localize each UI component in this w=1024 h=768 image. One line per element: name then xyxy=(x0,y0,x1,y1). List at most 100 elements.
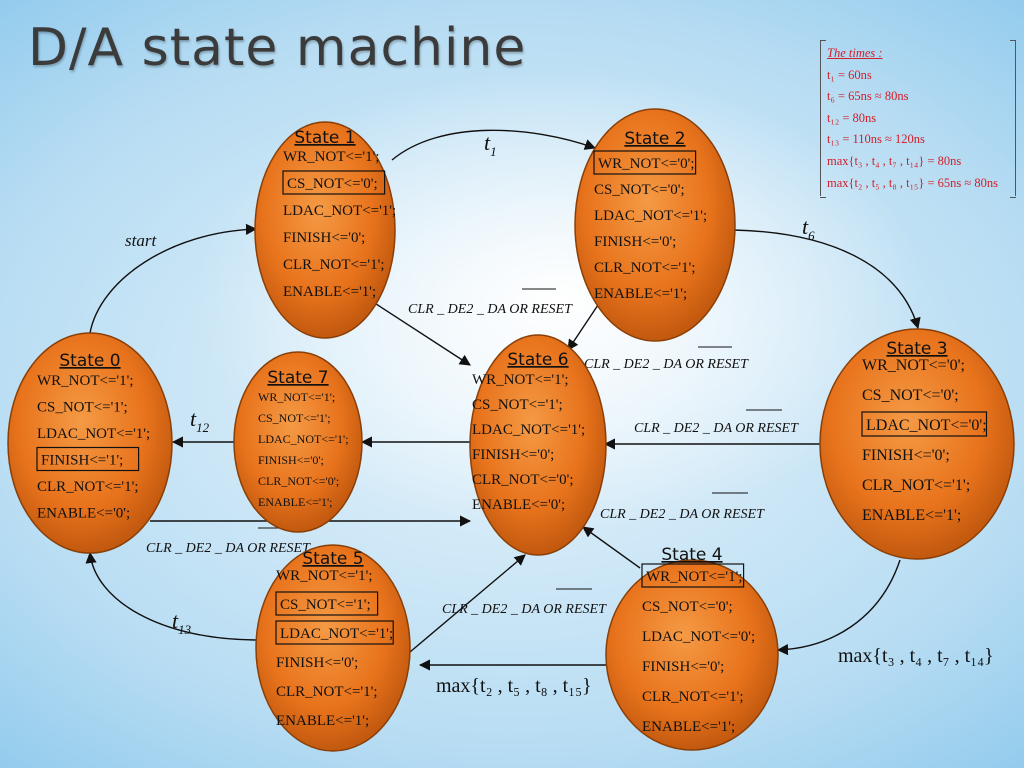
state-1-highlight-box-1 xyxy=(282,170,386,195)
label-clr-state3: CLR _ DE2 _ DA OR RESET xyxy=(634,421,799,436)
state-0-signal-2: LDAC_NOT<='1'; xyxy=(37,426,150,442)
state-6-signal-1: CS_NOT<='1'; xyxy=(472,397,563,413)
state-3-signal-1: CS_NOT<='0'; xyxy=(862,387,959,404)
label-t13-sub: 13 xyxy=(178,622,192,637)
state-ellipse-6 xyxy=(469,334,607,556)
state-title-5: State 5 xyxy=(302,549,363,569)
state-title-2: State 2 xyxy=(624,129,685,149)
state-0-signal-5: ENABLE<='0'; xyxy=(37,506,130,522)
edge-state4-to-state6 xyxy=(582,526,641,569)
state-5-signal-5: ENABLE<='1'; xyxy=(276,713,369,729)
state-title-6: State 6 xyxy=(507,350,568,370)
label-clr-state1: CLR _ DE2 _ DA OR RESET xyxy=(408,302,573,317)
state-1-signal-5: ENABLE<='1'; xyxy=(283,284,376,300)
edge-state5-to-state6 xyxy=(409,554,526,653)
label-t12-sub: 12 xyxy=(196,420,210,435)
edge-state1-to-state6 xyxy=(369,299,471,366)
edge-state0-to-state1 xyxy=(89,223,258,334)
timing-line-max-b: max{t₂ , t₅ , t₈ , t₁₅} = 65ns ≈ 80ns xyxy=(827,175,998,190)
state-2-highlight-box-0 xyxy=(593,150,697,175)
state-node-2: State 2WR_NOT<='0';CS_NOT<='0';LDAC_NOT<… xyxy=(574,108,736,342)
state-5-signal-3: FINISH<='0'; xyxy=(276,655,358,671)
state-node-7: State 7WR_NOT<='1';CS_NOT<='1';LDAC_NOT<… xyxy=(233,351,363,533)
label-t6: t6 xyxy=(802,214,815,243)
label-t13-base: t xyxy=(172,608,179,633)
state-2-signal-0: WR_NOT<='0'; xyxy=(598,156,694,172)
state-3-signal-2: LDAC_NOT<='0'; xyxy=(866,417,987,434)
state-node-0: State 0 WR_NOT<='1'; CS_NOT<='1'; LDAC_NOT<… xyxy=(7,332,173,554)
state-1-signal-1: CS_NOT<='0'; xyxy=(287,176,378,192)
state-3-signal-0: WR_NOT<='0'; xyxy=(862,357,965,374)
slide-title: D/A state machine xyxy=(28,18,527,78)
state-0-signal-0: WR_NOT<='1'; xyxy=(37,373,133,389)
edge-state3-to-state4 xyxy=(776,559,901,656)
state-0-signal-1: CS_NOT<='1'; xyxy=(37,400,128,416)
state-4-signal-4: CLR_NOT<='1'; xyxy=(642,689,744,705)
edge-state1-to-state2 xyxy=(391,129,597,161)
state-node-1: State 1WR_NOT<='1';CS_NOT<='0';LDAC_NOT<… xyxy=(254,121,396,339)
state-ellipse-0 xyxy=(7,332,173,554)
label-clr-state2: CLR _ DE2 _ DA OR RESET xyxy=(584,357,749,372)
state-title-4: State 4 xyxy=(661,545,722,565)
state-6-signal-0: WR_NOT<='1'; xyxy=(472,372,568,388)
state-7-signal-4: CLR_NOT<='0'; xyxy=(258,474,339,488)
state-node-5: State 5WR_NOT<='1'; CS_NOT<='1'; LDAC_NOT<… xyxy=(255,544,411,752)
label-t6-base: t xyxy=(802,214,809,239)
state-4-signal-1: CS_NOT<='0'; xyxy=(642,599,733,615)
state-node-3: State 3WR_NOT<='0'; CS_NOT<='0'; LDAC_NOT<… xyxy=(819,328,1015,560)
state-4-signal-2: LDAC_NOT<='0'; xyxy=(642,629,755,645)
state-5-signal-4: CLR_NOT<='1'; xyxy=(276,684,378,700)
label-t1-base: t xyxy=(484,130,491,155)
state-title-0: State 0 xyxy=(59,351,120,371)
state-7-signal-5: ENABLE<='1'; xyxy=(258,495,333,509)
state-2-signal-2: LDAC_NOT<='1'; xyxy=(594,208,707,224)
edge-state5-to-state0 xyxy=(85,551,259,641)
edge-state2-to-state6 xyxy=(567,304,599,351)
state-node-6: State 6 WR_NOT<='1'; CS_NOT<='1'; LDAC_NOT<… xyxy=(469,334,607,556)
state-5-signal-0: WR_NOT<='1'; xyxy=(276,568,372,584)
state-2-signal-3: FINISH<='0'; xyxy=(594,234,676,250)
label-t13: t13 xyxy=(172,608,192,637)
state-5-signal-1: CS_NOT<='1'; xyxy=(280,597,371,613)
timing-line-t12: t₁₂ = 80ns xyxy=(827,110,877,125)
timing-legend: The times : t₁ = 60ns t₆ = 65ns ≈ 80ns t… xyxy=(820,40,1016,198)
state-5-highlight-box-2 xyxy=(275,620,394,645)
state-6-signal-4: CLR_NOT<='0'; xyxy=(472,472,574,488)
timing-line-max-a: max{t₃ , t₄ , t₇ , t₁₄} = 80ns xyxy=(827,153,962,168)
label-max-a: max{t₃ , t₄ , t₇ , t₁₄} xyxy=(838,645,994,667)
state-7-signal-3: FINISH<='0'; xyxy=(258,453,324,467)
state-7-signal-0: WR_NOT<='1'; xyxy=(258,390,335,404)
state-5-highlight-box-1 xyxy=(275,591,379,616)
label-t6-sub: 6 xyxy=(808,228,815,243)
state-7-signal-1: CS_NOT<='1'; xyxy=(258,411,331,425)
state-4-highlight-box-0 xyxy=(641,563,745,588)
state-2-signal-5: ENABLE<='1'; xyxy=(594,286,687,302)
state-title-7: State 7 xyxy=(267,368,328,388)
edge-state2-to-state3 xyxy=(732,229,921,330)
state-1-signal-4: CLR_NOT<='1'; xyxy=(283,257,385,273)
state-node-4: State 4WR_NOT<='1';CS_NOT<='0';LDAC_NOT<… xyxy=(605,545,779,751)
label-t12-base: t xyxy=(190,406,197,431)
state-6-signal-2: LDAC_NOT<='1'; xyxy=(472,422,585,438)
state-5-signal-2: LDAC_NOT<='1'; xyxy=(280,626,393,642)
state-6-signal-5: ENABLE<='0'; xyxy=(472,497,565,513)
state-3-signal-3: FINISH<='0'; xyxy=(862,447,950,464)
state-1-signal-2: LDAC_NOT<='1'; xyxy=(283,203,396,219)
state-ellipse-5 xyxy=(255,544,411,752)
state-4-signal-3: FINISH<='0'; xyxy=(642,659,724,675)
state-0-highlight-box-3 xyxy=(36,446,140,472)
state-3-highlight-box-2 xyxy=(861,411,988,437)
state-ellipse-4 xyxy=(605,559,779,751)
state-1-signal-3: FINISH<='0'; xyxy=(283,230,365,246)
state-ellipse-3 xyxy=(819,328,1015,560)
label-clr-state0: CLR _ DE2 _ DA OR RESET xyxy=(146,541,311,556)
edge-labels: start t1 t6 t12 t13 max{t₃ , t₄ , t₇ , t… xyxy=(125,130,994,697)
timing-line-t13: t₁₃ = 110ns ≈ 120ns xyxy=(827,132,925,147)
label-t1: t1 xyxy=(484,130,497,159)
state-3-signal-4: CLR_NOT<='1'; xyxy=(862,477,970,494)
state-nodes: State 0 WR_NOT<='1'; CS_NOT<='1'; LDAC_NOT<… xyxy=(7,108,1015,752)
timing-line-t6: t₆ = 65ns ≈ 80ns xyxy=(827,89,909,104)
timing-line-t1: t₁ = 60ns xyxy=(827,67,872,82)
state-2-signal-4: CLR_NOT<='1'; xyxy=(594,260,696,276)
state-title-3: State 3 xyxy=(886,339,947,359)
